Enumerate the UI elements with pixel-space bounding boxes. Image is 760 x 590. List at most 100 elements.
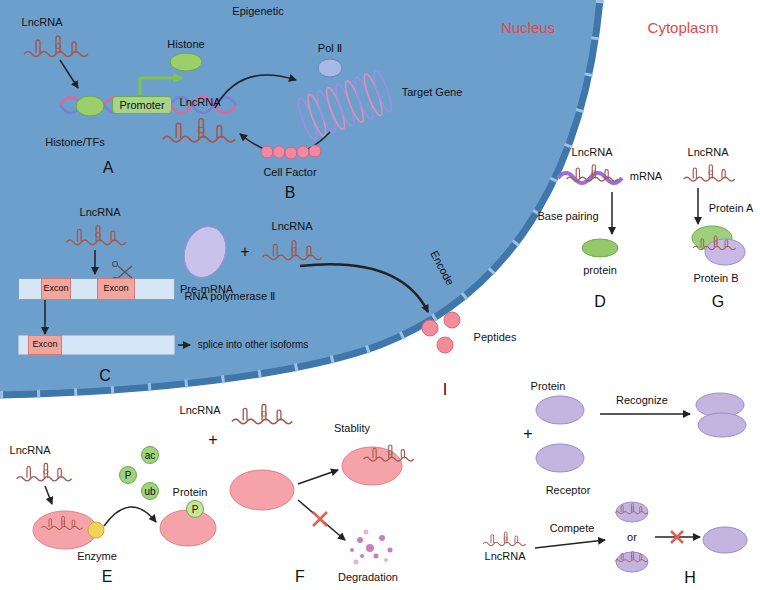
panel-h-drawing bbox=[616, 502, 648, 522]
label-text: Stablity bbox=[334, 422, 370, 435]
panel-e-drawing bbox=[88, 522, 104, 538]
label-text: Recognize bbox=[616, 394, 668, 407]
label-text: Protein bbox=[173, 486, 208, 499]
panel-c-drawing bbox=[94, 250, 96, 274]
panel-h-drawing bbox=[616, 552, 648, 572]
label-text: Histone bbox=[167, 38, 204, 51]
panel-h-drawing bbox=[671, 531, 683, 543]
panel-b-drawing bbox=[163, 119, 236, 142]
label-text: Protein bbox=[531, 380, 566, 393]
panel-f-drawing bbox=[342, 447, 402, 485]
panel-b-drawing bbox=[342, 79, 366, 124]
panel-c-drawing bbox=[178, 344, 190, 346]
panel-i-drawing bbox=[444, 312, 460, 328]
panel-f-drawing bbox=[313, 512, 327, 526]
panel-b-drawing bbox=[333, 83, 357, 128]
panel-a-drawing bbox=[140, 78, 182, 95]
node-text: P bbox=[125, 470, 132, 481]
panel-b-drawing bbox=[261, 146, 273, 158]
label-text: Protein B bbox=[693, 272, 738, 285]
panel-f-drawing bbox=[366, 544, 374, 552]
panel-b-drawing bbox=[309, 145, 321, 157]
panel-i-drawing bbox=[437, 337, 453, 353]
panel-f-drawing bbox=[230, 405, 414, 565]
panel-g-drawing bbox=[697, 188, 699, 224]
panel-f-drawing bbox=[354, 560, 359, 565]
panel-letter: G bbox=[712, 293, 724, 311]
label-text: Histone/TFs bbox=[45, 136, 104, 149]
pre-mrna-bar: ExconExconPre-mRNA bbox=[18, 278, 175, 300]
panel-b-drawing bbox=[370, 69, 394, 114]
connector-arrow bbox=[44, 300, 46, 334]
plus-sign: + bbox=[208, 431, 217, 449]
panel-f-drawing bbox=[374, 554, 379, 559]
panel-b-drawing bbox=[323, 86, 347, 131]
panel-b-drawing bbox=[163, 53, 395, 159]
panel-e-drawing bbox=[45, 486, 52, 504]
promoter-box: Promoter bbox=[112, 96, 172, 114]
panel-h-drawing bbox=[671, 531, 683, 543]
panel-e-drawing bbox=[41, 516, 82, 529]
modification-circle: P bbox=[186, 500, 204, 518]
panel-f-drawing bbox=[298, 500, 345, 540]
node-text: Excon bbox=[43, 284, 68, 294]
modification-circle: ub bbox=[141, 482, 159, 500]
panel-letter: A bbox=[103, 159, 114, 177]
label-text: LncRNA bbox=[10, 444, 51, 457]
panel-f-drawing bbox=[313, 512, 327, 526]
panel-i-drawing bbox=[300, 264, 428, 312]
label-text: Receptor bbox=[546, 484, 591, 497]
panel-h-drawing bbox=[703, 527, 747, 553]
node-text: Promoter bbox=[119, 99, 164, 111]
panel-b-drawing bbox=[318, 59, 342, 77]
modification-circle: P bbox=[119, 466, 137, 484]
label-text: splice into other isoforms bbox=[198, 339, 309, 351]
panel-f-drawing bbox=[364, 530, 369, 535]
nucleus-region bbox=[0, 0, 600, 395]
label-text: Peptides bbox=[474, 331, 517, 344]
region-name: Cytoplasm bbox=[648, 19, 719, 36]
panel-d-drawing bbox=[567, 165, 618, 181]
panel-c-drawing bbox=[66, 226, 126, 245]
panel-b-drawing bbox=[314, 89, 338, 134]
panel-f-drawing bbox=[232, 405, 292, 424]
panel-f-drawing bbox=[230, 470, 294, 510]
panel-b-drawing bbox=[261, 145, 321, 159]
label-text: Compete bbox=[550, 522, 595, 535]
panel-f-drawing bbox=[384, 558, 388, 562]
label-text: LncRNA bbox=[180, 404, 221, 417]
region-name: Nucleus bbox=[501, 19, 555, 36]
label-text: Cell Factor bbox=[263, 166, 316, 179]
panel-f-drawing bbox=[313, 512, 327, 526]
label-text: LncRNA bbox=[485, 550, 526, 563]
nucleus-region bbox=[0, 0, 600, 395]
panel-letter: H bbox=[684, 569, 696, 587]
panel-letter: F bbox=[295, 568, 305, 586]
panel-g-drawing bbox=[693, 236, 736, 250]
panel-i-drawing bbox=[262, 241, 322, 260]
label-text: Target Gene bbox=[402, 86, 463, 99]
node-text: Excon bbox=[103, 284, 128, 294]
panel-h-drawing bbox=[483, 532, 526, 546]
label-text: or bbox=[627, 531, 637, 544]
label-text: protein bbox=[583, 264, 617, 277]
panel-c-drawing bbox=[113, 262, 118, 267]
panel-letter: I bbox=[443, 381, 447, 399]
panel-letter: E bbox=[102, 568, 113, 586]
panel-b-drawing bbox=[361, 72, 385, 117]
panel-i-drawing bbox=[177, 221, 232, 284]
panel-g-drawing bbox=[684, 165, 735, 181]
plus-sign: + bbox=[523, 425, 532, 443]
label-text: LncRNA bbox=[572, 146, 613, 159]
label-text: mRNA bbox=[630, 170, 662, 183]
panel-h-drawing bbox=[600, 413, 690, 415]
panel-f-drawing bbox=[357, 537, 363, 543]
label-text: Degradation bbox=[338, 571, 398, 584]
panel-h-drawing bbox=[615, 551, 648, 562]
panel-d-drawing bbox=[582, 239, 618, 257]
panel-h-drawing bbox=[536, 444, 584, 472]
panel-h-drawing bbox=[535, 540, 605, 548]
label-text: Pol Ⅱ bbox=[318, 42, 342, 55]
panel-b-drawing bbox=[295, 69, 395, 141]
